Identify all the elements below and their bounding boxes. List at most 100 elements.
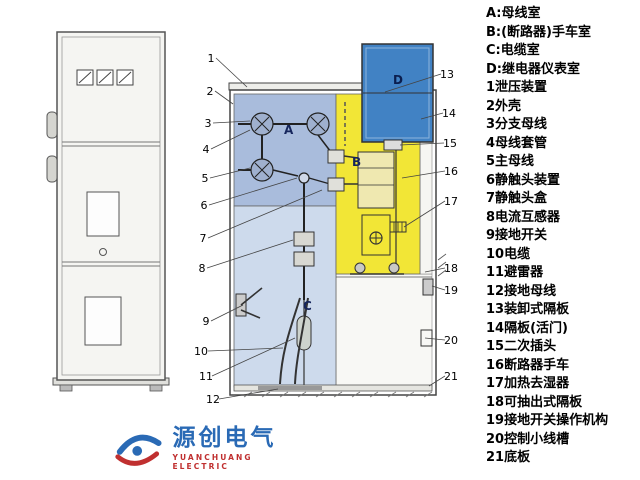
- current-transformer-1: [293, 231, 315, 247]
- logo-blue-arc: [116, 434, 162, 455]
- legend-item-c: C:电缆室: [486, 43, 540, 58]
- legend-item-21: 21底板: [486, 450, 531, 465]
- leader-3: [212, 120, 251, 124]
- legend-item-20: 20控制小线槽: [486, 431, 570, 447]
- leader-20: [424, 337, 446, 341]
- logo-dot: [132, 446, 143, 456]
- callout-3: 3: [205, 117, 212, 130]
- legend-item-b: B:(断路器)手车室: [486, 24, 591, 40]
- legend-item-a: A:母线室: [486, 6, 541, 21]
- leader-17: [403, 200, 446, 228]
- static-contact-box-upper: [327, 149, 345, 164]
- legend-item-19: 19接地开关操作机构: [486, 413, 609, 428]
- leader-4: [210, 129, 251, 150]
- callout-1: 1: [208, 52, 215, 65]
- handcart-lower-body: [361, 214, 391, 256]
- legend-item-9: 9接地开关: [486, 228, 548, 243]
- region-label-d: D: [393, 73, 403, 87]
- cable-1: [279, 297, 301, 385]
- leader-14: [420, 112, 444, 120]
- callout-7: 7: [200, 232, 207, 245]
- callout-13: 13: [440, 68, 454, 81]
- handcart-upper-body: [357, 151, 395, 209]
- logo-name-cn: 源创电气: [172, 425, 277, 451]
- legend-item-18: 18可抽出式隔板: [486, 394, 583, 410]
- legend-item-8: 8电流互感器: [486, 209, 561, 225]
- handcart-body-lines: [358, 167, 394, 186]
- leader-lines: [206, 57, 446, 400]
- callout-4: 4: [203, 143, 210, 156]
- leader-16: [401, 170, 446, 179]
- section-view: [228, 43, 447, 398]
- region-c-cable-room: [233, 205, 337, 388]
- callout-8: 8: [199, 262, 206, 275]
- static-contact-box-lower: [327, 177, 345, 192]
- leader-11: [211, 337, 296, 377]
- indicator-button: [99, 248, 107, 256]
- bottom-plate: [233, 384, 433, 392]
- legend-item-4: 4母线套管: [486, 135, 548, 151]
- front-panel-dividers: [62, 141, 160, 267]
- region-label-b: B: [352, 155, 361, 169]
- cable-room-internals: [235, 183, 315, 385]
- leader-2: [214, 90, 234, 105]
- callout-14: 14: [442, 107, 456, 120]
- breaker-handcart: [343, 139, 407, 275]
- cabinet-front-view: [46, 31, 170, 392]
- handle-lower: [46, 155, 58, 183]
- leader-1: [215, 57, 248, 88]
- callout-20: 20: [444, 334, 458, 347]
- legend: A:母线室 B:(断路器)手车室 C:电缆室 D:继电器仪表室 1泄压装置 2外…: [486, 5, 638, 468]
- callout-2: 2: [207, 85, 214, 98]
- logo-red-arc: [115, 451, 160, 466]
- region-label-c: C: [303, 299, 312, 313]
- legend-item-2: 2外壳: [486, 98, 522, 114]
- logo-swoosh-icon: [115, 434, 162, 466]
- leader-7: [207, 189, 323, 239]
- logo-name-en: YUANCHUANG ELECTRIC: [172, 453, 253, 471]
- leader-8: [206, 239, 294, 269]
- legend-item-6: 6静触头装置: [486, 172, 561, 188]
- meter-needles: [78, 71, 132, 84]
- bottom-window: [84, 296, 122, 346]
- legend-item-5: 5主母线: [486, 154, 535, 169]
- front-cabinet-inner-frame: [61, 36, 161, 376]
- legend-item-11: 11避雷器: [486, 265, 544, 280]
- current-transformer-2: [293, 251, 315, 267]
- switchgear-figure: A B C D: [46, 31, 458, 406]
- handcart-wheel-left: [354, 262, 366, 274]
- legend-item-12: 12接地母线: [486, 283, 557, 299]
- callout-10: 10: [194, 345, 208, 358]
- callout-15: 15: [443, 137, 457, 150]
- handcart-wheel-right: [388, 262, 400, 274]
- callout-17: 17: [444, 195, 458, 208]
- handcart-contact-arms: [343, 155, 359, 185]
- meter-row: [76, 69, 134, 86]
- static-contact-device: [298, 172, 310, 184]
- legend-item-17: 17加热去湿器: [486, 376, 570, 391]
- front-foot-right: [149, 384, 163, 392]
- callout-12: 12: [206, 393, 220, 406]
- bottom-right-compartment: [335, 273, 433, 388]
- front-foot-left: [59, 384, 73, 392]
- pressure-relief-roof: [228, 82, 364, 91]
- leader-18: [424, 267, 446, 273]
- callout-16: 16: [444, 165, 458, 178]
- callout-5: 5: [202, 172, 209, 185]
- legend-item-1: 1泄压装置: [486, 80, 548, 95]
- legend-item-7: 7静触头盒: [486, 191, 548, 206]
- logo-texts: 源创电气 YUANCHUANG ELECTRIC: [172, 425, 310, 471]
- callout-6: 6: [201, 199, 208, 212]
- legend-item-16: 16断路器手车: [486, 357, 570, 373]
- callout-21: 21: [444, 370, 458, 383]
- heater-fins: [393, 222, 403, 232]
- leader-6: [208, 177, 298, 206]
- legend-item-3: 3分支母线: [486, 117, 548, 132]
- legend-item-13: 13装卸式隔板: [486, 302, 570, 317]
- earthing-busbar: [258, 386, 322, 390]
- bushing-cross-marks: [254, 116, 326, 178]
- handle-upper: [46, 111, 58, 139]
- cable-2: [294, 297, 309, 385]
- region-label-a: A: [284, 123, 294, 137]
- leader-21: [428, 375, 446, 387]
